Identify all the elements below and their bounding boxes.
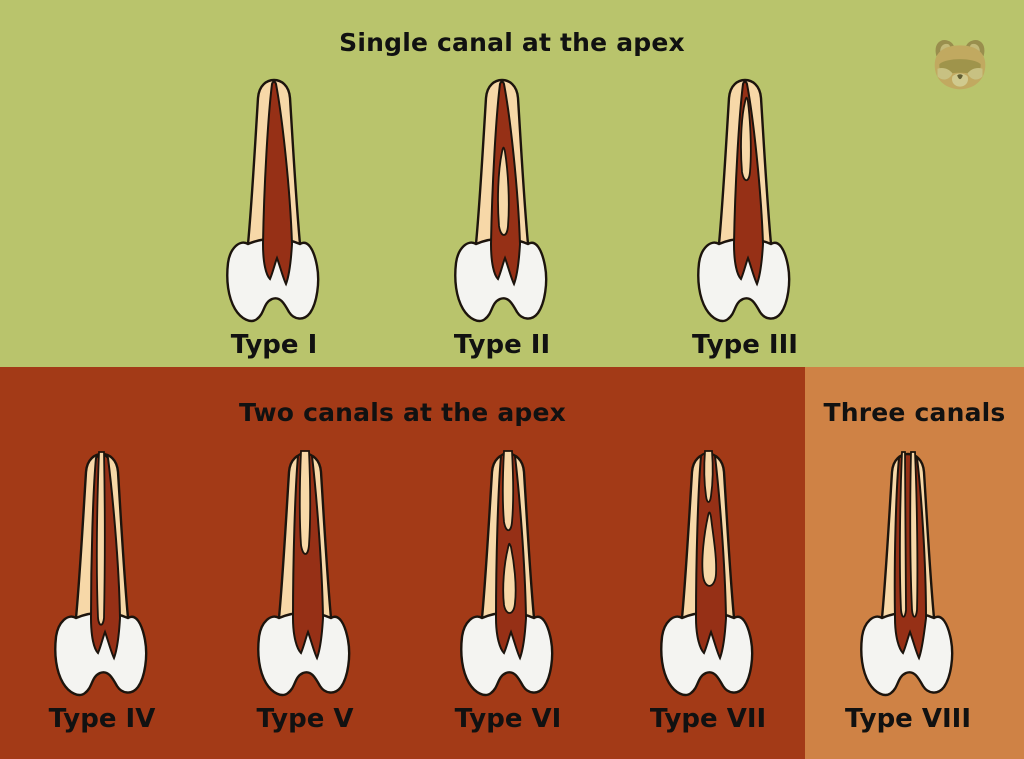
red-panda-icon <box>934 39 986 90</box>
section-two-title: Two canals at the apex <box>239 398 566 427</box>
tooth-type-v: Type V <box>255 450 355 750</box>
tooth-type-iii-label: Type III <box>692 330 798 360</box>
tooth-type-vi-label: Type VI <box>454 704 562 734</box>
section-three-title: Three canals <box>823 398 1006 427</box>
tooth-type-i-label: Type I <box>230 330 318 360</box>
tooth-type-vii: Type VII <box>650 450 766 750</box>
tooth-type-vi: Type VI <box>455 450 561 750</box>
section-two-canals: Two canals at the apex <box>0 367 805 759</box>
tooth-type-iv-illustration <box>54 451 148 697</box>
tooth-type-viii-illustration <box>860 451 954 697</box>
tooth-type-iv-label: Type IV <box>48 704 156 734</box>
tooth-type-ii: Type II <box>452 76 552 376</box>
tooth-type-vi-illustration <box>460 450 554 697</box>
section-single-title: Single canal at the apex <box>339 28 685 57</box>
tooth-type-v-illustration <box>257 450 351 697</box>
tooth-type-i-illustration <box>226 78 320 323</box>
tooth-type-vii-illustration <box>660 450 754 697</box>
tooth-type-iii-illustration <box>697 78 791 323</box>
tooth-type-v-label: Type V <box>256 704 354 734</box>
tooth-type-vii-label: Type VII <box>649 704 767 734</box>
tooth-type-viii-label: Type VIII <box>844 704 972 734</box>
tooth-type-viii: Type VIII <box>845 450 971 750</box>
tooth-type-i: Type I <box>224 76 324 376</box>
tooth-type-ii-illustration <box>454 78 548 323</box>
tooth-type-ii-label: Type II <box>453 330 551 360</box>
tooth-type-iv: Type IV <box>49 450 155 750</box>
tooth-type-iii: Type III <box>692 76 798 376</box>
